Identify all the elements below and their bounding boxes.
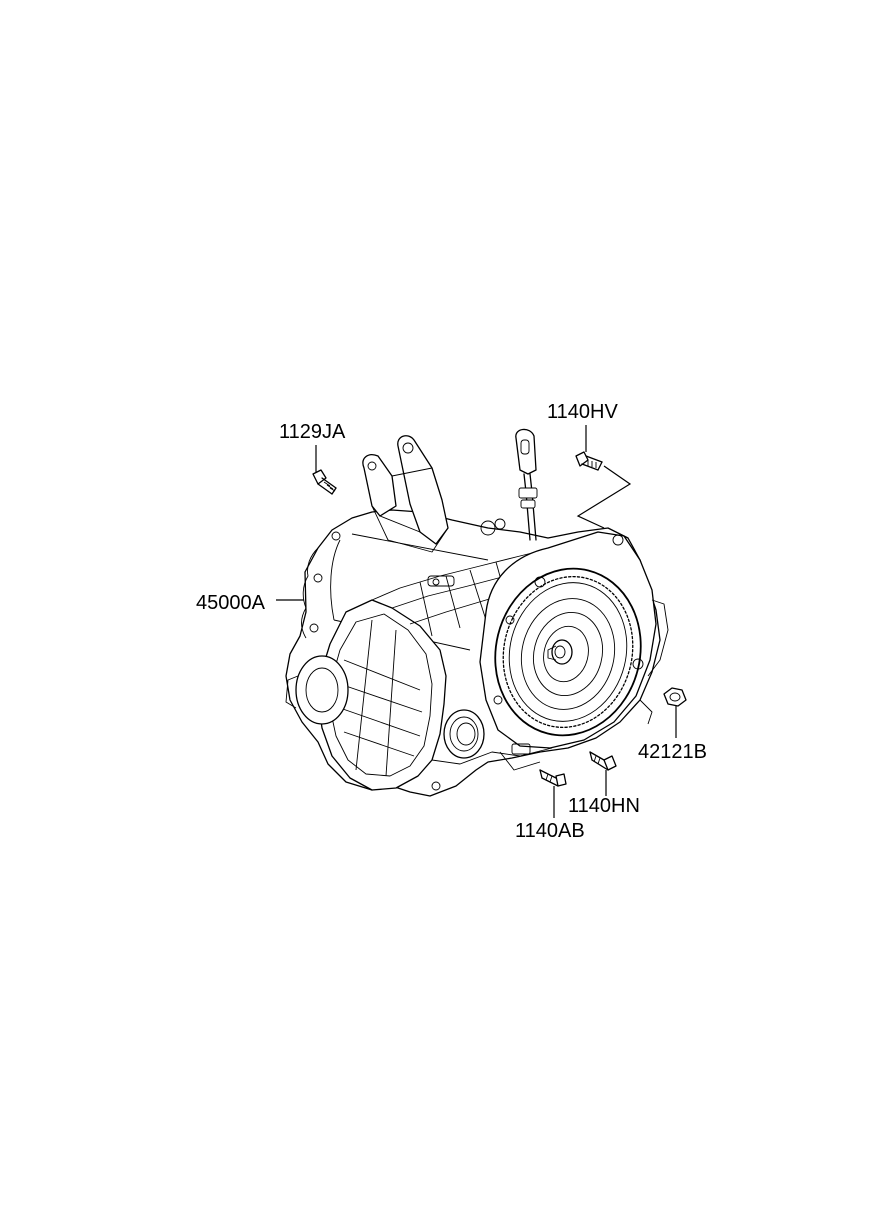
callout-label-45000a: 45000A	[196, 592, 266, 614]
transaxle-assembly-drawing	[285, 428, 669, 797]
callout-label-1140hv: 1140HV	[547, 401, 618, 423]
bolt-1140hv-icon	[575, 451, 603, 471]
bolt-1140ab-icon	[539, 769, 567, 787]
bolt-1140hn-icon	[589, 751, 617, 771]
callout-label-1140hn: 1140HN	[568, 795, 640, 817]
callout-label-1140ab: 1140AB	[515, 820, 585, 842]
bolt-1129ja-icon	[312, 469, 337, 495]
leader-lines	[276, 425, 677, 818]
callout-label-1129ja: 1129JA	[279, 421, 346, 443]
callout-label-42121b: 42121B	[638, 741, 707, 763]
nut-42121b-icon	[663, 687, 687, 707]
